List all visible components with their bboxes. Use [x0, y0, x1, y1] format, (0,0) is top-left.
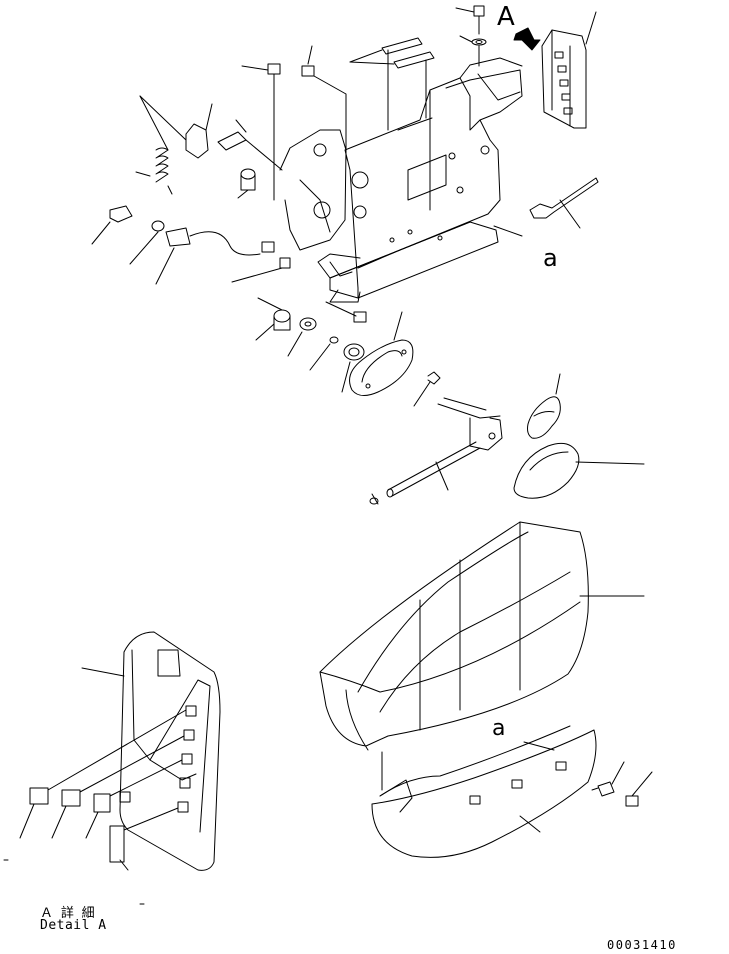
controller-box	[542, 12, 596, 128]
bolt-top	[456, 6, 486, 66]
flange	[350, 312, 413, 396]
bushings	[256, 298, 338, 370]
detail-label-japanese: Ａ 詳 細	[40, 906, 95, 921]
sensor-harness	[92, 206, 290, 284]
small-bolts	[242, 46, 346, 200]
view-marker-label: A	[497, 2, 515, 32]
detail-a-panel	[82, 632, 220, 870]
lever-shaft	[370, 372, 502, 504]
reference-letter-lower: a	[492, 716, 506, 741]
knob	[326, 302, 366, 392]
large-cover	[320, 522, 644, 790]
detail-a-connectors	[4, 710, 186, 904]
collar	[238, 169, 255, 198]
screw-clip	[592, 762, 652, 806]
detail-label-english: Detail A	[40, 918, 107, 933]
stopper	[186, 104, 282, 170]
lever-cover-upper	[528, 374, 561, 438]
view-arrow	[514, 28, 540, 50]
lower-tray	[372, 726, 596, 857]
lever-cover-lower	[514, 443, 644, 498]
cable-tie	[494, 178, 598, 236]
drawing-code: 00031410	[607, 938, 677, 952]
spring	[136, 96, 186, 194]
main-bracket	[280, 58, 522, 302]
pads	[350, 38, 434, 130]
reference-letter-upper: a	[543, 244, 558, 272]
